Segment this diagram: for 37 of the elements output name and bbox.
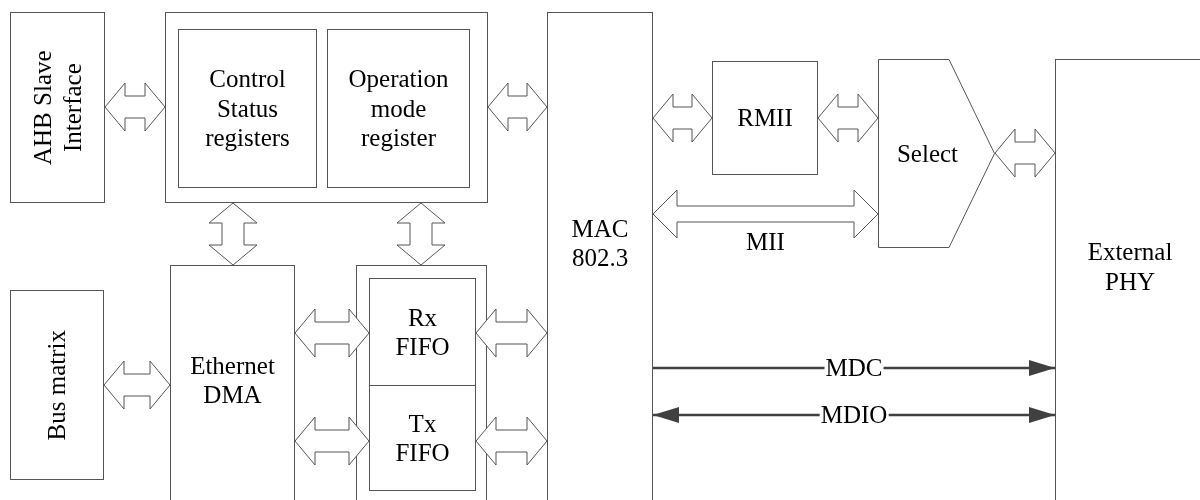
register-block [178,29,317,188]
block-label: MAC 802.3 [570,213,630,273]
fifo-block [369,385,476,491]
double-block-arrow [103,360,171,410]
selector-block [878,59,995,248]
fifo-block [369,278,476,386]
block-label: Tx FIFO [394,408,451,468]
block-label: AHB Slave Interface [28,49,87,167]
double-block-arrow [208,202,258,266]
interface-block [712,61,818,175]
double-block-arrow [487,82,548,132]
register-group-box [165,12,488,203]
double-block-arrow [817,93,879,143]
interface-block [10,12,105,203]
block-label: Ethernet DMA [189,350,276,410]
double-block-arrow [652,93,713,143]
block-label: Operation mode register [347,64,450,153]
double-block-arrow [475,308,548,358]
double-block-arrow [104,82,166,132]
fifo-group-box [356,265,487,500]
block-label: Rx FIFO [394,302,451,362]
bus-block [10,290,104,480]
block-label: Select [896,138,959,169]
register-block [327,29,470,188]
block-label: Bus matrix [42,329,72,441]
mac-block [547,12,653,500]
double-block-arrow [475,416,548,466]
block-label: Control Status registers [204,64,291,153]
double-block-arrow [652,189,879,239]
double-block-arrow [294,308,370,358]
phy-block [1055,59,1200,500]
block-label: External PHY [1086,237,1174,296]
block-label: RMII [737,103,793,133]
double-block-arrow [396,202,446,266]
dma-block [170,265,295,500]
double-block-arrow [994,128,1056,178]
double-block-arrow [294,416,370,466]
